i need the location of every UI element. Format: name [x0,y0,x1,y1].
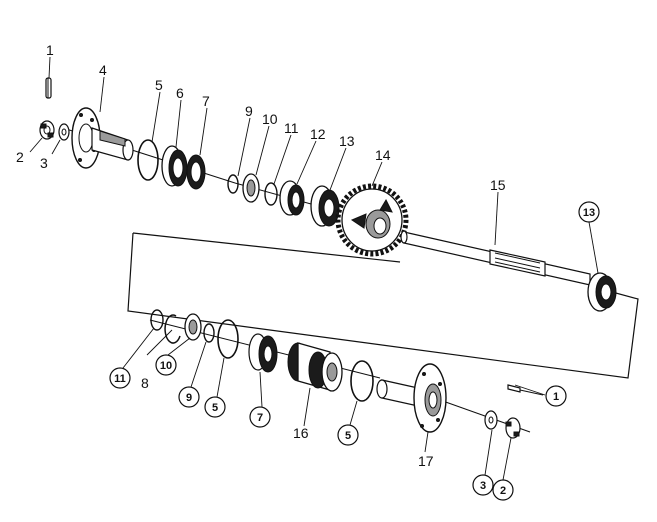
svg-text:13: 13 [583,207,595,219]
part-17-flanged-hub [376,363,447,433]
part-1-cotter-pin [45,77,52,99]
part-7-needle-bearing [186,154,206,190]
label-14: 14 [375,147,391,163]
circled-label-7-bottom: 7 [249,406,271,428]
part-2-castle-nut [39,120,55,140]
inset-frame [127,232,639,379]
label-7: 7 [202,93,210,109]
svg-text:10: 10 [160,360,172,372]
circled-label-13: 13 [578,201,600,223]
part-11-bottom-ring [150,309,164,331]
circled-label-10-bottom: 10 [155,354,177,376]
svg-text:11: 11 [114,373,126,385]
part-12-bearing [279,180,305,216]
circled-label-5-bottom: 5 [204,396,226,418]
part-10-thrust-washer [242,173,260,203]
part-11-retaining-ring [264,182,278,206]
label-12: 12 [310,126,326,142]
svg-text:2: 2 [500,485,506,497]
label-16: 16 [293,425,309,441]
svg-text:5: 5 [212,402,218,414]
part-1-bottom-cotter-pin [507,384,544,396]
part-2-bottom-castle-nut [505,417,521,439]
part-13-shaft-bearing [587,272,617,312]
part-5-bottom-o-ring-2 [350,360,374,402]
part-3-bottom-washer [484,410,498,430]
svg-text:7: 7 [257,412,263,424]
part-9-snap-ring [227,174,239,194]
circled-label-9-bottom: 9 [178,386,200,408]
label-17: 17 [418,453,434,469]
label-8: 8 [141,375,149,391]
labels-top: 1 2 3 4 5 6 7 9 10 11 12 13 14 15 [16,42,506,193]
circled-label-3-bottom: 3 [472,474,494,496]
leader-lines [29,56,599,481]
label-13: 13 [339,133,355,149]
svg-text:9: 9 [186,392,192,404]
circled-label-5b-bottom: 5 [337,424,359,446]
part-16-spool [287,342,343,392]
part-13-bearing [310,185,340,227]
part-10-bottom-washer [184,313,202,341]
label-5: 5 [155,77,163,93]
label-10: 10 [262,111,278,127]
svg-text:1: 1 [553,391,559,403]
part-5-o-ring [137,139,159,181]
label-9: 9 [245,103,253,119]
label-15: 15 [490,177,506,193]
part-14-gear [335,183,409,257]
part-4-flanged-hub [71,107,134,169]
circled-label-11-bottom: 11 [109,367,131,389]
part-6-bearing [161,145,188,187]
label-6: 6 [176,85,184,101]
part-5-bottom-o-ring [217,319,239,359]
svg-text:5: 5 [345,430,351,442]
part-8-snap-ring [164,314,181,344]
inset-frame-top [132,232,401,263]
label-3: 3 [40,155,48,171]
label-11: 11 [284,120,299,136]
label-4: 4 [99,62,107,78]
part-7-bottom-needle-bearing [248,333,278,373]
circled-label-1-bottom: 1 [545,385,567,407]
part-9-bottom-ring [203,323,215,343]
circled-label-2-bottom: 2 [492,479,514,501]
label-1: 1 [46,42,54,58]
label-2: 2 [16,149,24,165]
svg-text:3: 3 [480,480,486,492]
part-3-washer [58,123,70,141]
